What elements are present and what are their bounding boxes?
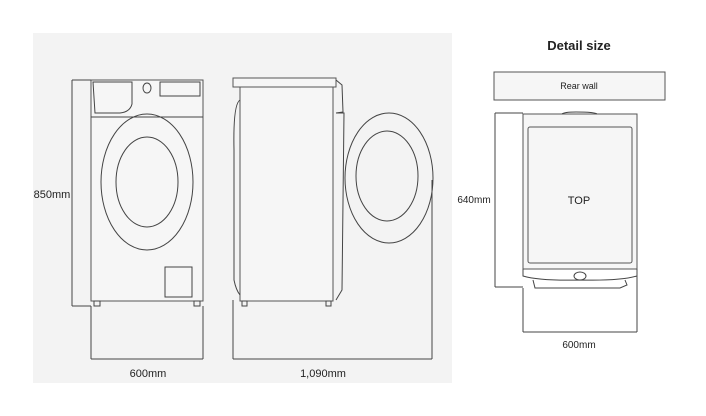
height-dimension	[71, 79, 91, 307]
front-width-label: 600mm	[130, 368, 167, 380]
rear-wall-box	[493, 71, 666, 101]
front-width-dimension	[90, 306, 204, 360]
top-label: TOP	[568, 195, 590, 207]
detail-title: Detail size	[547, 38, 611, 53]
side-view-washer	[232, 77, 434, 307]
detail-width-dimension	[522, 276, 638, 333]
detail-width-label: 600mm	[562, 340, 595, 351]
depth-dimension	[232, 180, 433, 360]
front-view-washer	[90, 79, 204, 307]
height-label: 850mm	[34, 189, 71, 201]
detail-depth-label: 640mm	[457, 195, 490, 206]
depth-label: 1,090mm	[300, 368, 346, 380]
detail-depth-dimension	[494, 112, 523, 288]
top-view-washer	[522, 111, 638, 289]
rear-wall-label: Rear wall	[560, 81, 598, 91]
